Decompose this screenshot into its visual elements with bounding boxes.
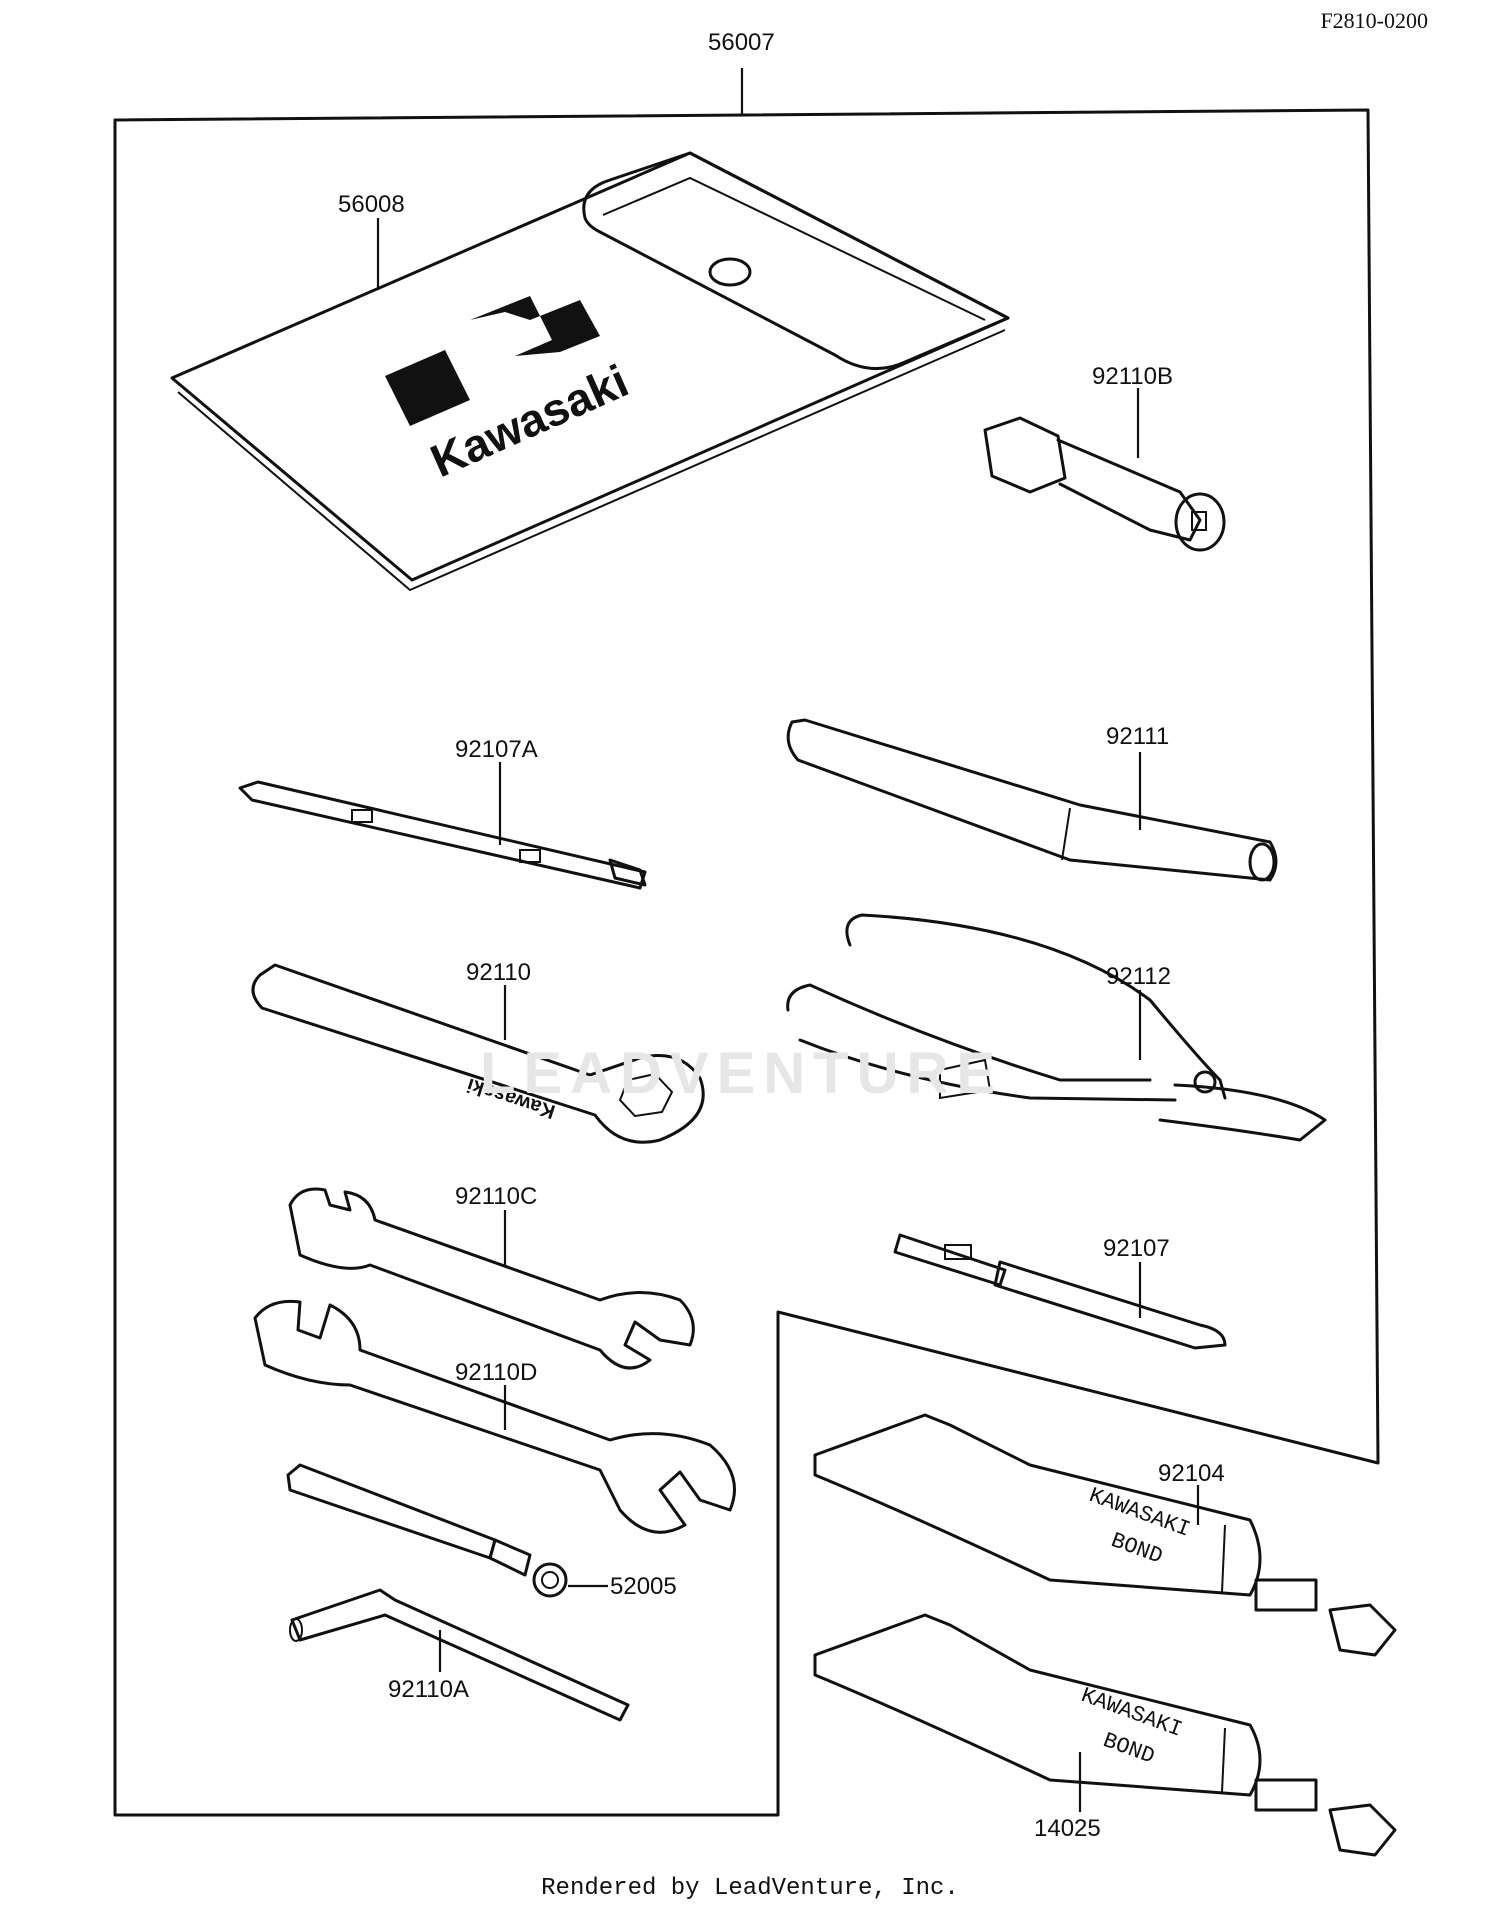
watermark: LEADVENTURE — [480, 1041, 1004, 1106]
part-label-92107a: 92107A — [455, 736, 538, 763]
part-label-92112: 92112 — [1106, 963, 1171, 990]
part-label-56008: 56008 — [338, 191, 405, 218]
part-label-92110: 92110 — [466, 959, 531, 986]
part-label-92110a: 92110A — [388, 1676, 469, 1703]
pliers-drawing — [786, 913, 1327, 1142]
screwdriver-handle-drawing — [786, 718, 1278, 882]
part-label-92104: 92104 — [1158, 1460, 1225, 1487]
part-label-52005: 52005 — [610, 1573, 677, 1600]
screwdriver-blade-drawing — [238, 780, 647, 890]
spark-plug-wrench-drawing — [286, 1463, 568, 1598]
phillips-screwdriver-drawing — [893, 1233, 1227, 1350]
kawasaki-logo: Kawasaki — [385, 296, 636, 487]
part-label-56007: 56007 — [708, 29, 775, 56]
socket-adapter-drawing — [983, 416, 1226, 552]
part-label-92110c: 92110C — [455, 1183, 537, 1210]
part-label-14025: 14025 — [1034, 1815, 1101, 1842]
kit-boundary — [113, 108, 1380, 1817]
bond-tube-drawing: KAWASAKI BOND — [813, 1413, 1397, 1657]
drawing-code: F2810-0200 — [1320, 8, 1428, 33]
tube-text-2a: KAWASAKI — [1078, 1683, 1186, 1743]
open-end-wrench-small-drawing — [288, 1187, 695, 1370]
part-label-92111: 92111 — [1106, 723, 1169, 750]
tube-text-2b: BOND — [1100, 1728, 1158, 1770]
part-label-92110d: 92110D — [455, 1359, 537, 1386]
open-end-wrench-large-drawing — [253, 1299, 736, 1534]
part-label-92107: 92107 — [1103, 1235, 1170, 1262]
pouch-drawing: Kawasaki — [170, 151, 1010, 592]
footer-credit: Rendered by LeadVenture, Inc. — [541, 1875, 959, 1902]
hex-key-drawing — [289, 1588, 630, 1722]
bond-tube-small-drawing: KAWASAKI BOND — [813, 1613, 1397, 1857]
tube-text-1b: BOND — [1108, 1528, 1166, 1570]
part-label-92110b: 92110B — [1092, 363, 1173, 390]
